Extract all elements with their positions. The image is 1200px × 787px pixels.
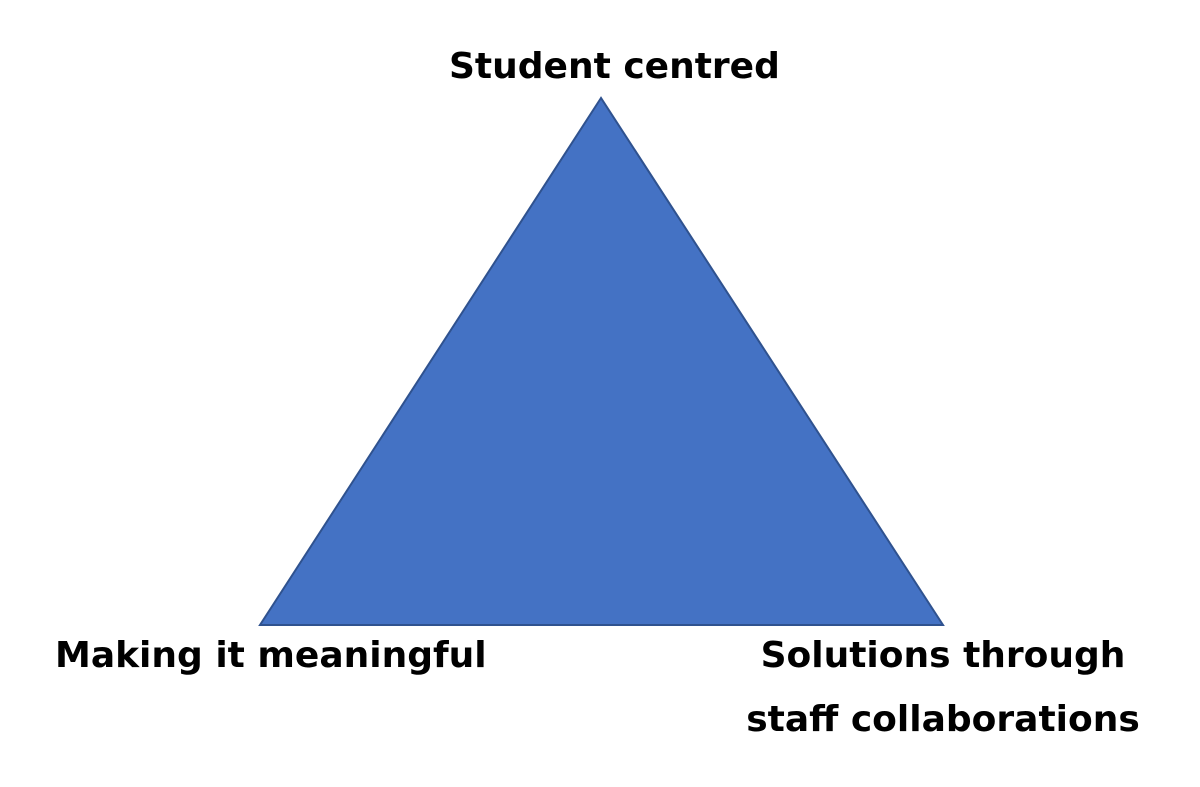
label-student-centred: Student centred: [449, 46, 780, 87]
label-solutions-through-staff-collaborations: Solutions through staff collaborations: [746, 635, 1140, 740]
label-making-it-meaningful: Making it meaningful: [55, 635, 487, 676]
triangle-polygon: [258, 96, 945, 626]
